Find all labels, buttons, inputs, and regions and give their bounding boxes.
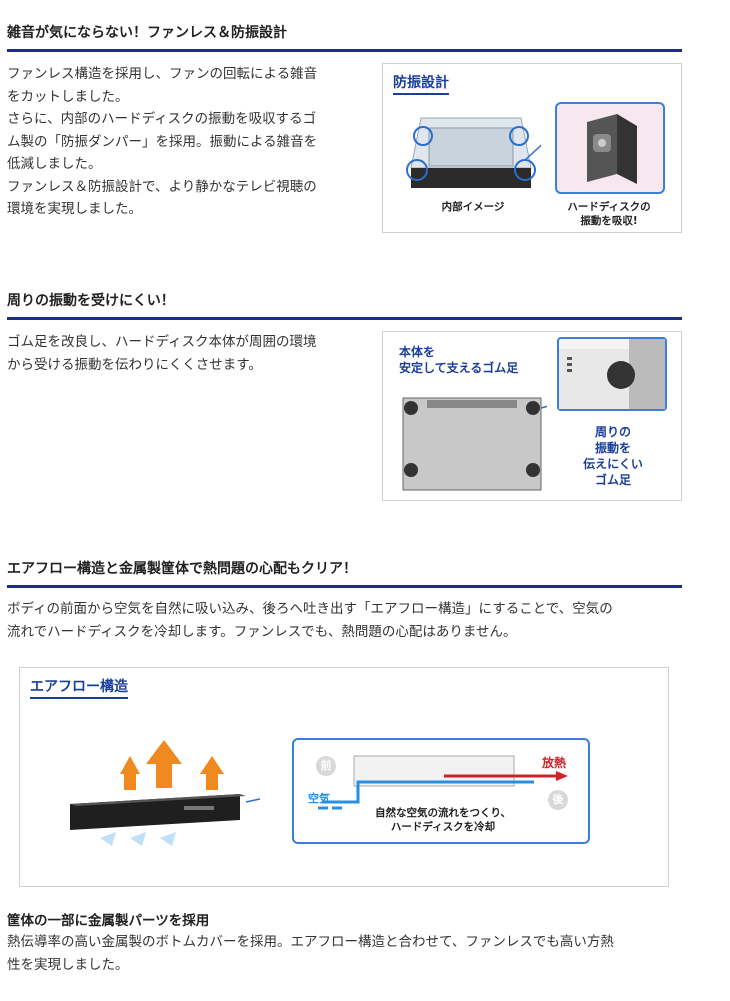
section2-heading: 周りの振動を受けにくい！ [7,293,175,309]
text-line: ボディの前面から空気を自然に吸い込み、後ろへ吐き出す「エアフロー構造」にすること… [7,601,613,617]
text-line: 流れでハードディスクを冷却します。ファンレスでも、熱問題の心配はありません。 [7,623,517,640]
text-line: ファンレス構造を採用し、ファンの回転による雑音 [7,66,318,82]
text-line: 環境を実現しました。 [7,201,142,217]
front-badge: 前 [316,756,336,776]
foot-closeup [557,337,667,411]
damper-closeup [555,102,665,194]
rubber-foot-icon [559,339,665,409]
text-line: さらに、内部のハードディスクの振動を吸収するゴ [7,111,317,127]
section4-heading: 筐体の一部に金属製パーツを採用 [7,913,210,929]
rubber-damper-icon [587,114,637,184]
text-line: ゴム足を改良し、ハードディスク本体が周囲の環境 [7,334,317,350]
label-line: 伝えにくい [583,457,643,471]
rubber-feet-figure: 本体を 安定して支えるゴム足 周りの 振動を 伝えにくい ゴム足 [382,331,682,501]
caption-line: 振動を吸収! [580,215,638,227]
label-line: 本体を [399,345,436,359]
section3-rule [7,585,682,588]
label-isolate-vibration: 周りの 振動を 伝えにくい ゴム足 [573,424,653,488]
vibration-damper-figure: 防振設計 内部イメージ ハードディスクの 振動を吸収! [382,63,682,233]
airflow-path [318,755,568,810]
section2-rule [7,317,682,320]
airflow-figure: エアフロー構造 前 後 空気 放熱 自然な空気の流れをつくり、 ハードディスクを… [19,667,669,887]
figure-title: 防振設計 [393,72,449,95]
text-line: ファンレス＆防振設計で、より静かなテレビ視聴の [7,178,317,195]
caption-absorb-vibration: ハードディスクの 振動を吸収! [553,200,665,228]
section3-heading: エアフロー構造と金属製筐体で熱問題の心配もクリア！ [7,561,357,577]
caption-line: 自然な空気の流れをつくり、 [374,807,512,819]
label-line: 安定して支えるゴム足 [399,361,519,375]
text-line: をカットしました。 [7,88,129,105]
text-line: ム製の「防振ダンパー」を採用。振動による雑音を [7,133,318,150]
caption-line: ハードディスクの [567,201,651,213]
internal-image-illustration [406,117,541,188]
label-line: 振動を [594,441,631,455]
device-airflow-illustration [70,740,260,846]
label-line: 周りの [594,425,631,439]
airflow-description: 自然な空気の流れをつくり、 ハードディスクを冷却 [358,806,528,834]
heat-label: 放熱 [542,756,567,770]
section1-rule [7,49,682,52]
caption-internal-image: 内部イメージ [441,201,505,213]
air-label: 空気 [308,792,330,805]
device-bottom-view [402,397,547,491]
section4-text: 熱伝導率の高い金属製のボトムカバーを採用。エアフロー構造と合わせて、ファンレスで… [7,931,697,976]
section1-text: ファンレス構造を採用し、ファンの回転による雑音 をカットしました。 さらに、内部… [7,63,367,221]
text-line: から受ける振動を伝わりにくくさせます。 [7,356,262,373]
label-stable-feet: 本体を 安定して支えるゴム足 [399,344,518,376]
back-badge: 後 [548,790,568,810]
text-line: 熱伝導率の高い金属製のボトムカバーを採用。エアフロー構造と合わせて、ファンレスで… [7,934,614,950]
label-line: ゴム足 [594,473,631,487]
section2-text: ゴム足を改良し、ハードディスク本体が周囲の環境 から受ける振動を伝わりにくくさせ… [7,331,367,376]
section1-heading: 雑音が気にならない！ファンレス＆防振設計 [7,25,287,41]
section3-text: ボディの前面から空気を自然に吸い込み、後ろへ吐き出す「エアフロー構造」にすること… [7,598,697,643]
airflow-detail-panel: 前 後 空気 放熱 自然な空気の流れをつくり、 ハードディスクを冷却 [292,738,590,844]
text-line: 性を実現しました。 [7,956,129,973]
caption-line: ハードディスクを冷却 [390,821,496,833]
text-line: 低減しました。 [7,156,102,172]
airflow-figure-title: エアフロー構造 [30,676,128,699]
